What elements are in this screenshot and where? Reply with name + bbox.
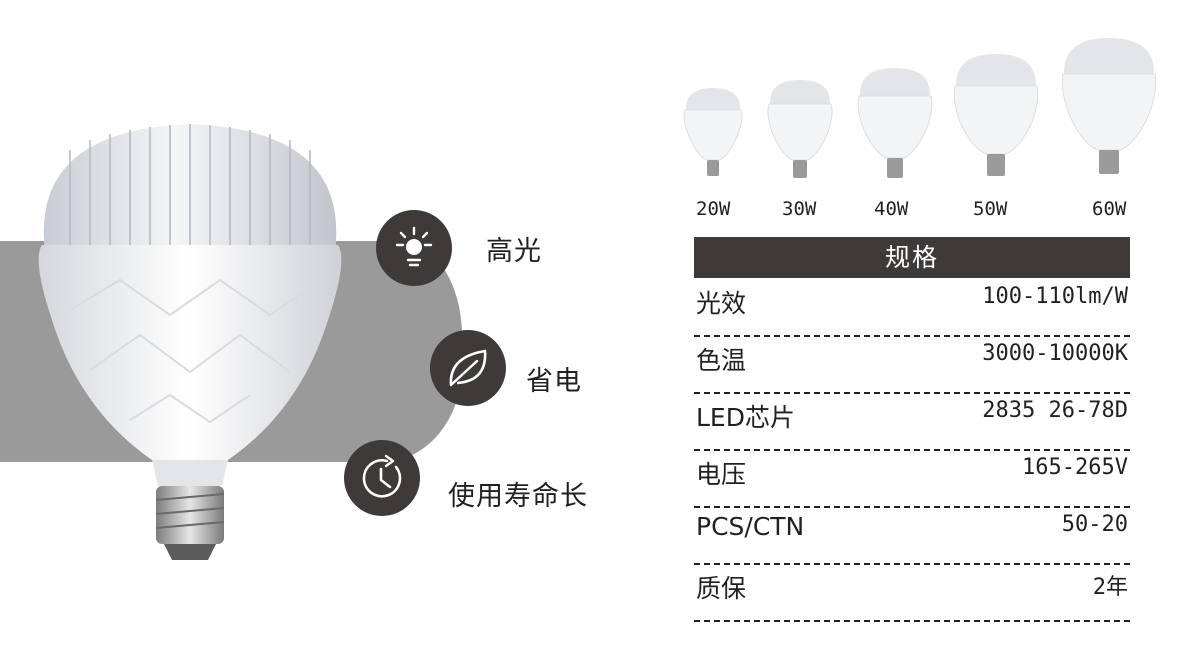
row-divider (694, 563, 1130, 565)
spec-value: 2835 26-78D (982, 398, 1128, 423)
product-bulb-image (38, 124, 342, 560)
row-divider (694, 506, 1130, 508)
spec-name: 色温 (696, 346, 747, 375)
row-divider (694, 392, 1130, 394)
row-divider (694, 449, 1130, 451)
variant-bulb-60w (1061, 38, 1157, 174)
spec-name: 电压 (696, 460, 747, 489)
variant-bulb-40w (857, 68, 933, 178)
spec-value: 3000-10000K (982, 341, 1128, 366)
feature-label-bright: 高光 (486, 236, 542, 267)
clock-icon (362, 454, 402, 498)
spec-name: 质保 (696, 574, 747, 603)
spec-value: 50-20 (1061, 512, 1128, 537)
spec-row: 色温 3000-10000K (694, 337, 1130, 394)
row-divider (694, 335, 1130, 337)
spec-row: LED芯片 2835 26-78D (694, 394, 1130, 451)
spec-value: 2年 (1092, 575, 1128, 600)
spec-value: 165-265V (1022, 455, 1128, 480)
variant-label-20w: 20W (696, 198, 731, 220)
spec-table-header: 规格 (694, 237, 1130, 278)
variant-label-60w: 60W (1092, 198, 1127, 220)
feature-icon-bright (376, 210, 452, 286)
leaf-icon (449, 349, 487, 387)
spec-name: 光效 (696, 289, 747, 318)
feature-icon-lifespan (344, 440, 420, 516)
spec-row: 光效 100-110lm/W (694, 280, 1130, 337)
variant-bulb-20w (683, 88, 743, 176)
feature-label-lifespan: 使用寿命长 (448, 481, 588, 512)
variant-bulb-30w (767, 80, 833, 178)
feature-icon-saving (430, 330, 506, 406)
spec-value: 100-110lm/W (982, 284, 1128, 309)
feature-label-saving: 省电 (526, 366, 582, 397)
spec-row: 电压 165-265V (694, 451, 1130, 508)
variant-bulb-50w (953, 54, 1039, 176)
row-divider (694, 620, 1130, 622)
variant-label-50w: 50W (973, 198, 1008, 220)
variant-label-40w: 40W (874, 198, 909, 220)
spec-name: LED芯片 (696, 403, 795, 432)
variant-label-30w: 30W (782, 198, 817, 220)
spec-row: 质保 2年 (694, 565, 1130, 622)
spec-name: PCS/CTN (696, 512, 805, 541)
spec-row: PCS/CTN 50-20 (694, 508, 1130, 565)
sun-icon (395, 226, 433, 267)
